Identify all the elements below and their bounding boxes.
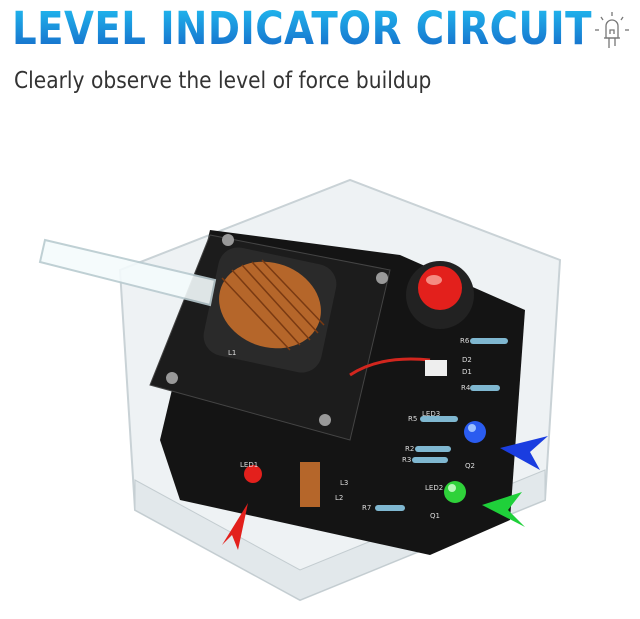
pcb-label: R5 — [408, 415, 417, 423]
pcb-label: LED1 — [240, 461, 258, 469]
red-arrow — [222, 503, 248, 550]
connector — [425, 360, 447, 376]
pcb-label: D2 — [462, 356, 472, 364]
page-title: LEVEL INDICATOR CIRCUIT — [12, 2, 592, 55]
small-inductor — [300, 462, 320, 507]
pcb-label: LED3 — [422, 410, 440, 418]
pcb-label: L2 — [335, 494, 343, 502]
pcb-label: R3 — [402, 456, 411, 464]
blue-arrow — [500, 436, 548, 470]
pcb-label: L3 — [340, 479, 348, 487]
pcb-label: R6 — [460, 337, 470, 345]
page-subtitle: Clearly observe the level of force build… — [14, 68, 432, 94]
red-led — [244, 465, 262, 483]
pcb-label: L1 — [228, 349, 236, 357]
pcb-label: R7 — [362, 504, 371, 512]
green-arrow — [482, 492, 525, 527]
pcb-label: Q1 — [430, 512, 440, 520]
pcb-label: Q2 — [465, 462, 475, 470]
product-photo: LED1 LED2 LED3 L1 L2 L3 R2 R3 R4 R5 R6 R… — [38, 178, 562, 602]
green-led — [444, 481, 466, 503]
pcb-label: LED2 — [425, 484, 443, 492]
glass-tube — [38, 238, 217, 307]
pcb-label: R4 — [461, 384, 471, 392]
led-bulb-icon — [595, 12, 629, 48]
pcb-label: R2 — [405, 445, 414, 453]
red-push-button — [406, 261, 474, 329]
pcb-label: D1 — [462, 368, 472, 376]
blue-led — [464, 421, 486, 443]
